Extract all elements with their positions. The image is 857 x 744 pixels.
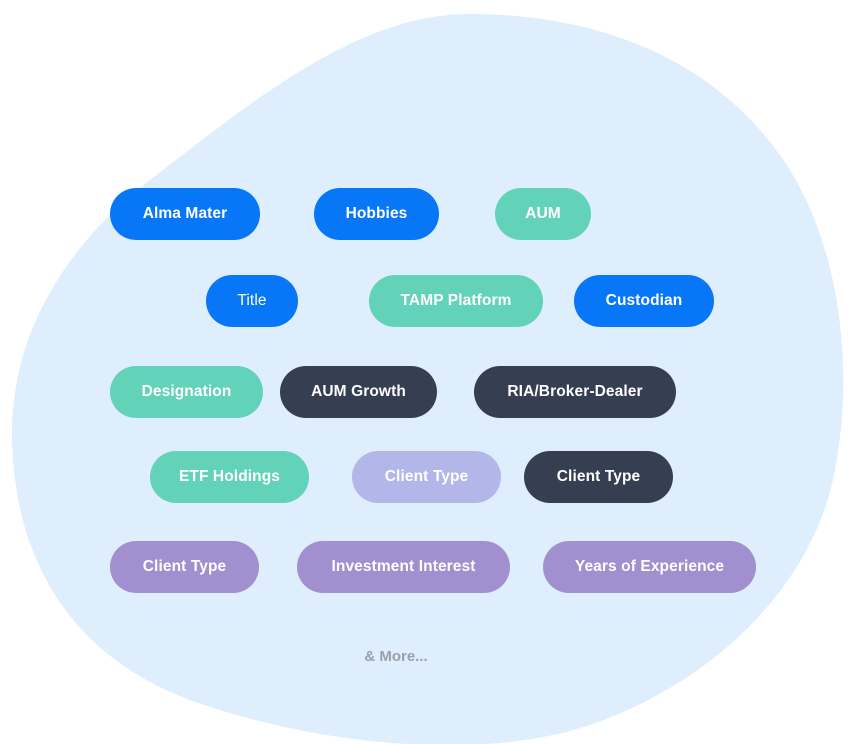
tag-title: Title bbox=[206, 275, 298, 327]
tag-custodian: Custodian bbox=[574, 275, 714, 327]
tag-aum: AUM bbox=[495, 188, 591, 240]
more-label: & More... bbox=[364, 648, 428, 665]
tag-alma-mater: Alma Mater bbox=[110, 188, 260, 240]
tag-hobbies: Hobbies bbox=[314, 188, 439, 240]
tag-client-type-navy: Client Type bbox=[524, 451, 673, 503]
tag-aum-growth: AUM Growth bbox=[280, 366, 437, 418]
tag-tamp-platform: TAMP Platform bbox=[369, 275, 543, 327]
tag-investment-interest: Investment Interest bbox=[297, 541, 510, 593]
tag-years-of-experience: Years of Experience bbox=[543, 541, 756, 593]
tag-designation: Designation bbox=[110, 366, 263, 418]
tag-client-type-purple: Client Type bbox=[110, 541, 259, 593]
tag-client-type-lavender: Client Type bbox=[352, 451, 501, 503]
tag-ria-broker-dealer: RIA/Broker-Dealer bbox=[474, 366, 676, 418]
tag-etf-holdings: ETF Holdings bbox=[150, 451, 309, 503]
